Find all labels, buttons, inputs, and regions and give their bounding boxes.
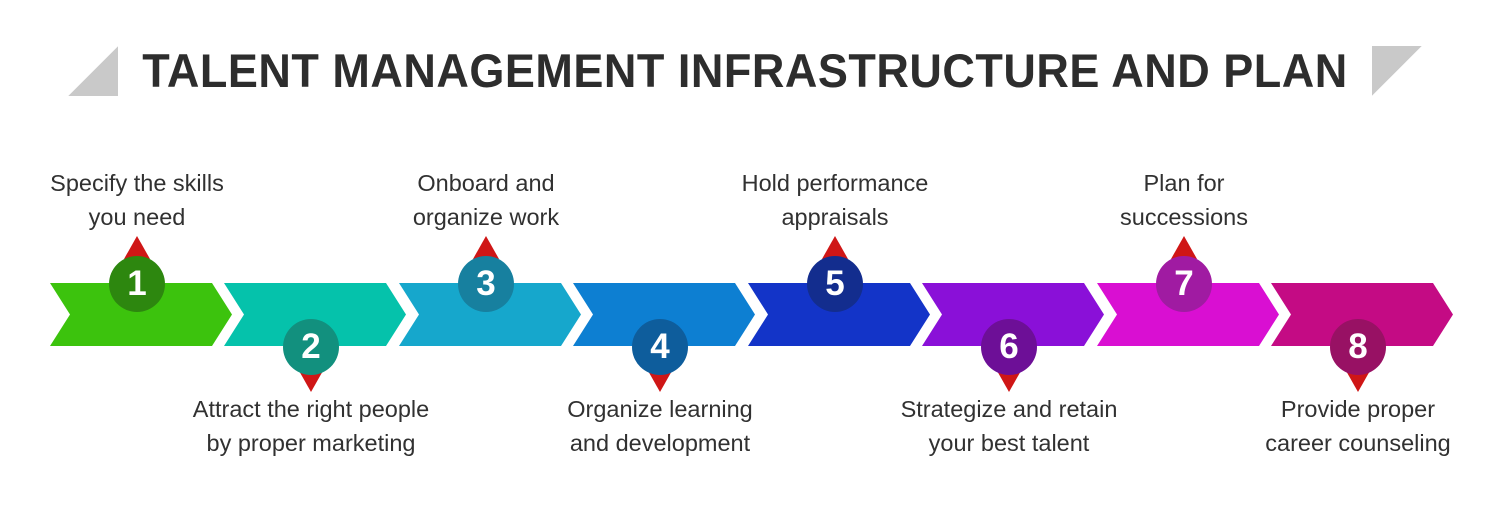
step-number-badge: 8	[1330, 319, 1386, 375]
step-number-badge: 6	[981, 319, 1037, 375]
timeline-step-7: Plan for successions 7	[1097, 0, 1281, 505]
timeline-step-5: Hold performance appraisals 5	[742, 0, 932, 505]
step-label: Organize learning and development	[567, 396, 753, 456]
timeline-step-8: Provide proper career counseling 8	[1265, 0, 1455, 505]
step-label: Attract the right people by proper marke…	[192, 396, 430, 456]
step-label: Strategize and retain your best talent	[900, 396, 1118, 456]
step-label: Provide proper career counseling	[1265, 396, 1451, 456]
timeline-step-2: Attract the right people by proper marke…	[193, 0, 429, 505]
timeline-step-4: Organize learning and development 4	[567, 0, 757, 505]
step-label: Plan for successions	[1120, 170, 1248, 230]
step-number-badge: 7	[1156, 256, 1212, 312]
step-label: Onboard and organize work	[412, 170, 560, 230]
step-label: Hold performance appraisals	[741, 170, 929, 230]
timeline-step-1: Specify the skills you need 1	[50, 0, 234, 505]
timeline-step-6: Strategize and retain your best talent 6	[901, 0, 1117, 505]
step-number-badge: 3	[458, 256, 514, 312]
title-bar: TALENT MANAGEMENT INFRASTRUCTURE AND PLA…	[0, 40, 1490, 102]
step-number-badge: 1	[109, 256, 165, 312]
step-number-badge: 5	[807, 256, 863, 312]
page-title: TALENT MANAGEMENT INFRASTRUCTURE AND PLA…	[142, 43, 1348, 98]
step-number-badge: 4	[632, 319, 688, 375]
step-label: Specify the skills you need	[50, 170, 224, 230]
step-number-badge: 2	[283, 319, 339, 375]
timeline-step-3: Onboard and organize work 3	[399, 0, 583, 505]
